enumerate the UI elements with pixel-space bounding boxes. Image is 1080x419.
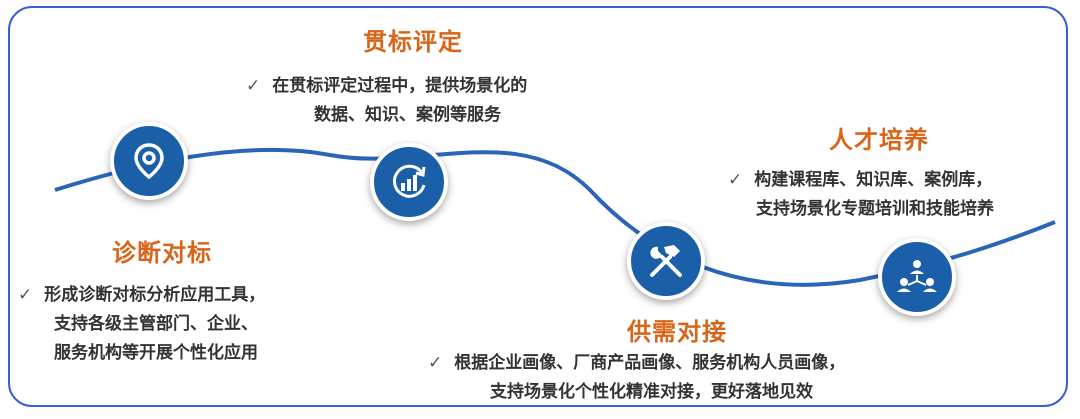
diagnose-desc-line-2: 支持各级主管部门、企业、 (54, 314, 258, 334)
diagram-frame (8, 6, 1068, 407)
diagnose-desc: ✓形成诊断对标分析应用工具， 支持各级主管部门、企业、 服务机构等开展个性化应用 (18, 281, 265, 368)
check-icon: ✓ (428, 353, 443, 373)
evaluate-desc-line-1: ✓在贯标评定过程中，提供场景化的 (246, 76, 528, 96)
diagnose-node (110, 122, 188, 200)
check-icon: ✓ (246, 76, 261, 96)
talent-node (878, 238, 956, 316)
evaluate-node (370, 143, 448, 221)
talent-desc-line-2: 支持场景化专题培训和技能培养 (756, 199, 994, 219)
matching-node (627, 222, 705, 300)
evaluate-title: 贯标评定 (363, 28, 463, 56)
people-network-icon (897, 260, 937, 292)
location-pin-icon (134, 143, 164, 180)
matching-desc-line-1: ✓根据企业画像、厂商产品画像、服务机构人员画像， (428, 353, 846, 373)
matching-desc-line-2: 支持场景化个性化精准对接，更好落地见效 (490, 382, 813, 402)
matching-desc: ✓根据企业画像、厂商产品画像、服务机构人员画像， 支持场景化个性化精准对接，更好… (428, 349, 845, 407)
check-icon: ✓ (728, 170, 743, 190)
matching-title: 供需对接 (627, 318, 727, 346)
chart-refresh-icon (392, 164, 426, 198)
evaluate-desc: ✓在贯标评定过程中，提供场景化的 数据、知识、案例等服务 (246, 72, 527, 130)
diagnose-title: 诊断对标 (112, 239, 212, 267)
talent-desc: ✓构建课程库、知识库、案例库， 支持场景化专题培训和技能培养 (728, 166, 994, 224)
diagnose-desc-line-3: 服务机构等开展个性化应用 (54, 343, 258, 363)
check-icon: ✓ (18, 285, 33, 305)
tools-icon (650, 245, 682, 277)
talent-title: 人才培养 (829, 126, 929, 154)
talent-desc-line-1: ✓构建课程库、知识库、案例库， (728, 170, 993, 190)
diagnose-desc-line-1: ✓形成诊断对标分析应用工具， (18, 285, 266, 305)
evaluate-desc-line-2: 数据、知识、案例等服务 (314, 105, 501, 125)
